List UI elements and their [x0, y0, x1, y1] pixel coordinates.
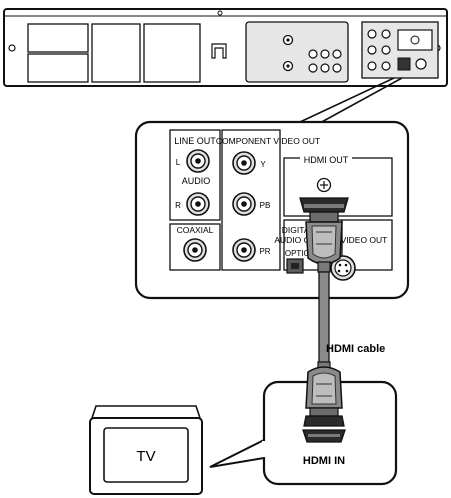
hdmi-in-label: HDMI IN [303, 455, 345, 467]
audio-label: AUDIO [182, 176, 211, 186]
component-y-jack [232, 151, 256, 175]
coaxial-jack [183, 238, 207, 262]
component-pr-label: PR [259, 247, 270, 256]
line-out-r-label: R [175, 201, 181, 210]
zoom-callout-lines [299, 77, 403, 125]
component-pb-jack [232, 192, 256, 216]
component-y-label: Y [260, 160, 266, 169]
power-inlet-icon [211, 43, 227, 59]
hdmi-in-port-icon [302, 429, 346, 443]
component-pr-jack [232, 238, 256, 262]
audio-out-label: AUDIO OUT [274, 235, 321, 245]
coaxial-label: COAXIAL [177, 225, 214, 235]
tv-set: TV [89, 405, 203, 495]
audio-r-jack [186, 192, 210, 216]
audio-l-jack [186, 149, 210, 173]
s-video-jack [330, 255, 356, 281]
line-out-label: LINE OUT [174, 136, 216, 146]
enlarged-connector-panel: LINE OUT L AUDIO R COAXIAL COMPONENT VID… [134, 120, 410, 300]
hdmi-out-port-icon [316, 177, 332, 193]
digital-label: DIGITAL [282, 225, 315, 235]
tv-label: TV [136, 448, 155, 465]
hdmi-plug-tv [303, 361, 345, 427]
video-out-label: VIDEO OUT [341, 235, 388, 245]
hdmi-cable-label: HDMI cable [326, 343, 385, 355]
tv-connection-panel: HDMI IN [209, 361, 398, 486]
component-pb-label: PB [260, 201, 271, 210]
hdmi-out-label: HDMI OUT [304, 155, 349, 165]
screw-icon [8, 44, 16, 52]
dvd-player-rear-panel [3, 8, 448, 87]
tv-screen [103, 427, 189, 483]
optical-label: OPTICAL [285, 249, 320, 258]
component-video-out-label: COMPONENT VIDEO OUT [216, 136, 320, 146]
line-out-l-label: L [176, 158, 181, 167]
